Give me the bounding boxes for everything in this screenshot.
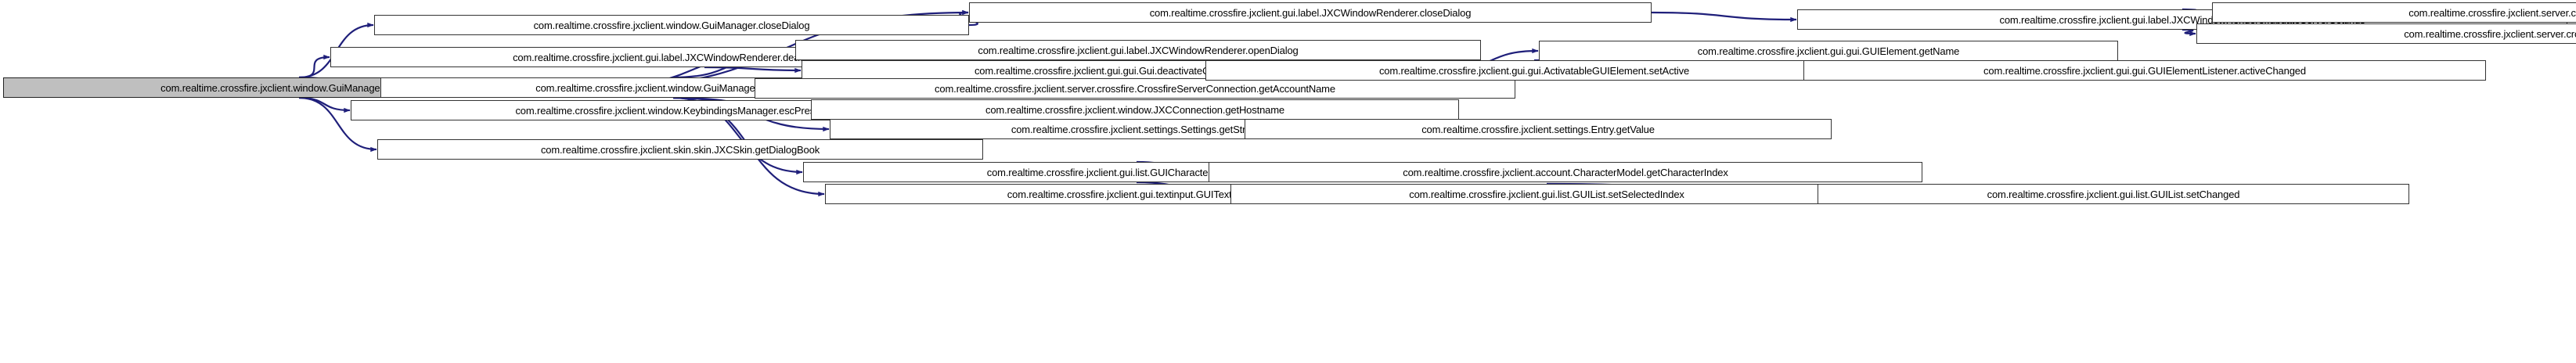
graph-node-setPreferredNumLookObjects[interactable]: com.realtime.crossfire.jxclient.server.c… (2196, 23, 2576, 44)
graph-node-setChanged[interactable]: com.realtime.crossfire.jxclient.gui.list… (1818, 184, 2409, 204)
graph-node-label: com.realtime.crossfire.jxclient.server.c… (2404, 27, 2576, 40)
graph-node-getHostname[interactable]: com.realtime.crossfire.jxclient.window.J… (811, 99, 1459, 120)
graph-node-openDialog_renderer[interactable]: com.realtime.crossfire.jxclient.gui.labe… (795, 40, 1481, 60)
graph-node-setPreferredMapSize[interactable]: com.realtime.crossfire.jxclient.server.c… (2212, 2, 2576, 23)
graph-node-label: com.realtime.crossfire.jxclient.gui.labe… (1149, 6, 1472, 19)
graph-node-label: com.realtime.crossfire.jxclient.gui.list… (1409, 188, 1684, 200)
graph-node-closeDialog_gm[interactable]: com.realtime.crossfire.jxclient.window.G… (374, 15, 969, 35)
graph-node-getCharacterIndex[interactable]: com.realtime.crossfire.jxclient.account.… (1209, 162, 1922, 182)
graph-node-label: com.realtime.crossfire.jxclient.gui.list… (1987, 188, 2240, 200)
graph-node-setSelectedIndex[interactable]: com.realtime.crossfire.jxclient.gui.list… (1230, 184, 1863, 204)
graph-node-label: com.realtime.crossfire.jxclient.gui.gui.… (1983, 64, 2306, 77)
graph-node-label: com.realtime.crossfire.jxclient.settings… (1011, 123, 1259, 135)
graph-node-label: com.realtime.crossfire.jxclient.window.J… (985, 103, 1284, 116)
graph-node-label: com.realtime.crossfire.jxclient.gui.labe… (978, 44, 1299, 56)
graph-node-label: com.realtime.crossfire.jxclient.gui.text… (1007, 188, 1266, 200)
graph-node-label: com.realtime.crossfire.jxclient.server.c… (935, 82, 1335, 95)
graph-node-label: com.realtime.crossfire.jxclient.window.K… (515, 104, 831, 117)
graph-edge (1651, 11, 1797, 23)
graph-node-closeDialog_renderer[interactable]: com.realtime.crossfire.jxclient.gui.labe… (969, 2, 1652, 23)
graph-node-label: com.realtime.crossfire.jxclient.server.c… (2408, 6, 2576, 19)
graph-edge (298, 54, 330, 79)
graph-node-label: com.realtime.crossfire.jxclient.window.G… (533, 19, 810, 31)
graph-node-getDialogBook[interactable]: com.realtime.crossfire.jxclient.skin.ski… (377, 139, 983, 160)
graph-node-activeChanged[interactable]: com.realtime.crossfire.jxclient.gui.gui.… (1803, 60, 2486, 81)
graph-node-setActive[interactable]: com.realtime.crossfire.jxclient.gui.gui.… (1205, 60, 1863, 81)
graph-edge (2181, 28, 2196, 37)
graph-node-label: com.realtime.crossfire.jxclient.gui.gui.… (1697, 45, 1960, 57)
graph-node-label: com.realtime.crossfire.jxclient.account.… (1403, 166, 1728, 178)
graph-node-label: com.realtime.crossfire.jxclient.gui.gui.… (1378, 64, 1690, 77)
graph-node-label: com.realtime.crossfire.jxclient.settings… (1421, 123, 1655, 135)
graph-node-label: com.realtime.crossfire.jxclient.skin.ski… (540, 143, 820, 156)
graph-node-getName[interactable]: com.realtime.crossfire.jxclient.gui.gui.… (1539, 41, 2118, 61)
graph-node-getAccountName[interactable]: com.realtime.crossfire.jxclient.server.c… (755, 78, 1515, 99)
graph-node-getValue[interactable]: com.realtime.crossfire.jxclient.settings… (1245, 119, 1832, 139)
graph-edge (298, 96, 351, 113)
graph-edge (704, 66, 802, 74)
